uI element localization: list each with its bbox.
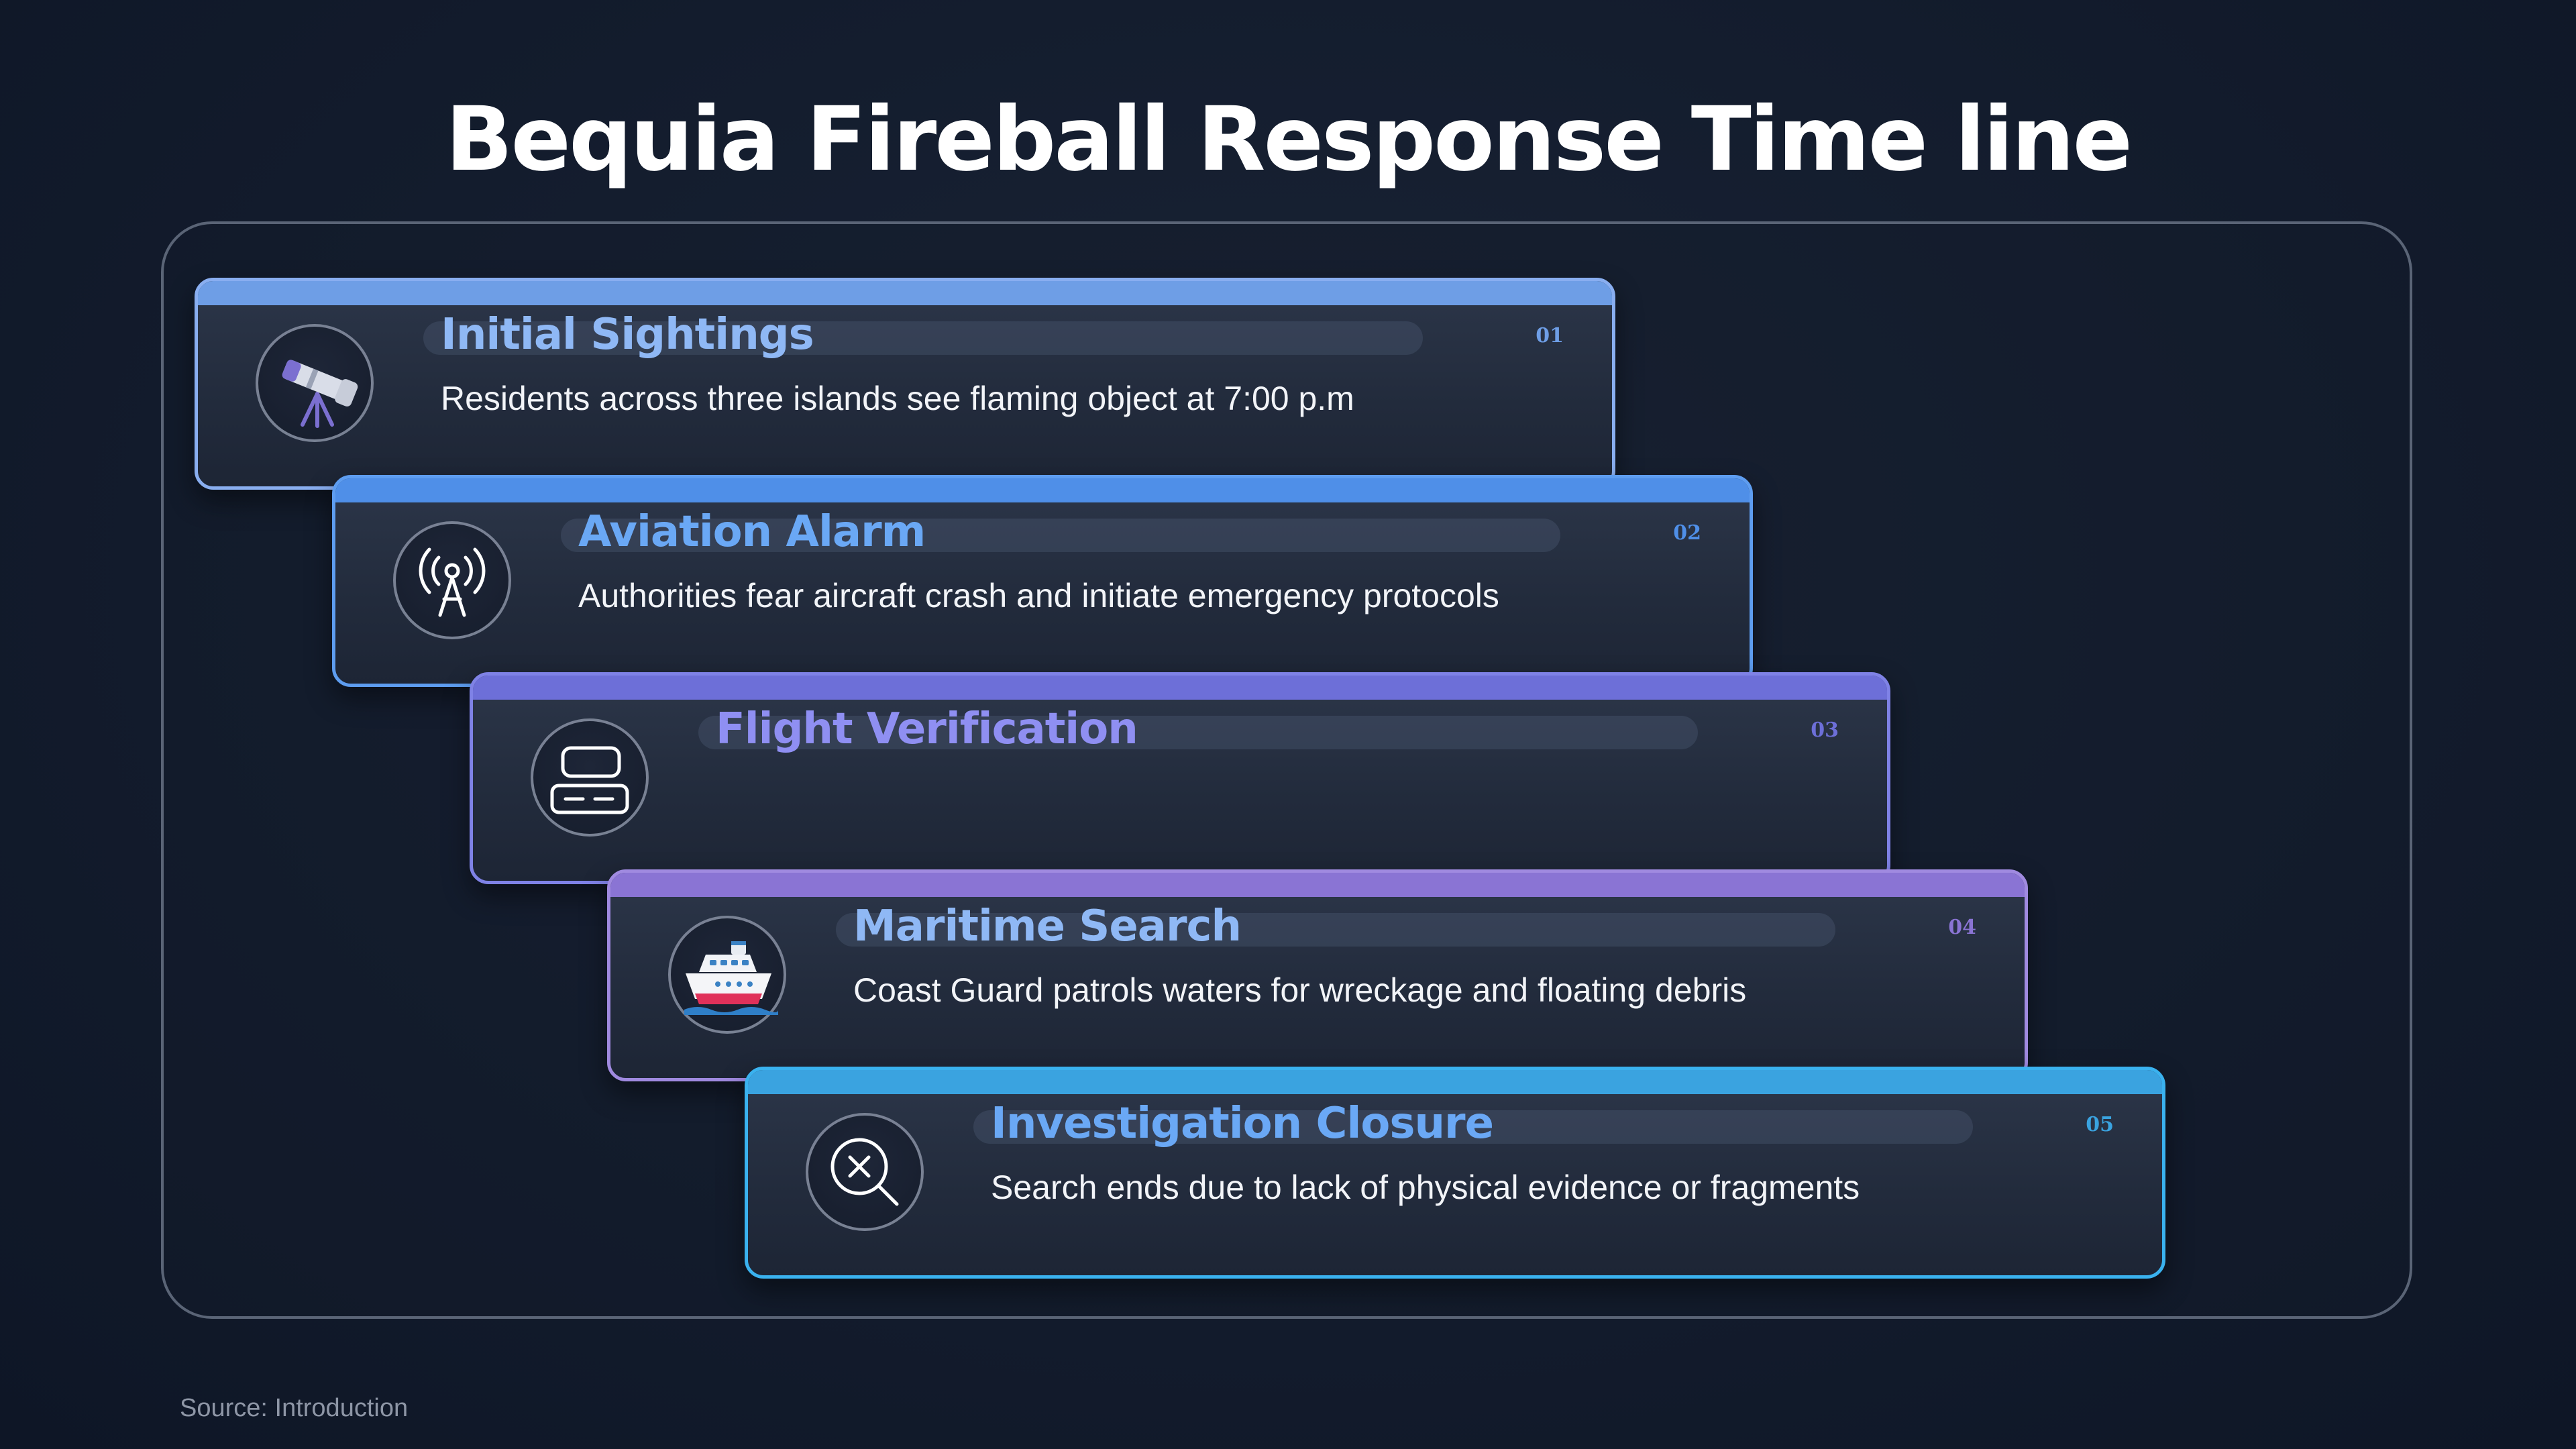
step-icon-badge bbox=[531, 718, 649, 837]
timeline-step-2: Aviation Alarm Authorities fear aircraft… bbox=[332, 475, 1753, 687]
telescope-icon bbox=[282, 360, 358, 428]
heading-pill bbox=[698, 716, 1698, 749]
ship-icon bbox=[684, 941, 778, 1015]
timeline-step-3: Flight Verification 03 bbox=[470, 672, 1890, 884]
step-heading: Investigation Closure bbox=[991, 1099, 1494, 1148]
radio-tower-icon bbox=[419, 547, 486, 617]
step-description: Residents across three islands see flami… bbox=[441, 380, 1354, 417]
step-heading: Flight Verification bbox=[716, 704, 1138, 754]
step-number: 02 bbox=[1673, 521, 1701, 545]
step-heading: Initial Sightings bbox=[441, 310, 814, 360]
step-heading: Aviation Alarm bbox=[578, 507, 926, 557]
heading-pill bbox=[423, 321, 1423, 355]
search-x-icon bbox=[830, 1138, 899, 1206]
step-description: Coast Guard patrols waters for wreckage … bbox=[853, 971, 1747, 1009]
card-accent-bar bbox=[473, 676, 1887, 700]
step-number: 01 bbox=[1536, 324, 1564, 347]
step-icon-badge bbox=[256, 324, 374, 442]
heading-pill bbox=[836, 913, 1835, 947]
card-accent-bar bbox=[198, 281, 1612, 305]
step-description: Search ends due to lack of physical evid… bbox=[991, 1169, 1860, 1206]
card-accent-bar bbox=[610, 873, 2025, 897]
timeline-step-4: Maritime Search Coast Guard patrols wate… bbox=[607, 869, 2028, 1081]
step-icon-badge bbox=[806, 1113, 924, 1231]
step-description: Authorities fear aircraft crash and init… bbox=[578, 577, 1499, 614]
card-accent-bar bbox=[748, 1070, 2162, 1094]
step-number: 04 bbox=[1948, 916, 1976, 939]
server-icon bbox=[550, 746, 629, 814]
page-title: Bequia Fireball Response Time line bbox=[445, 88, 2133, 191]
timeline-step-5: Investigation Closure Search ends due to… bbox=[745, 1067, 2165, 1279]
step-number: 03 bbox=[1811, 718, 1839, 742]
timeline-step-1: Initial Sightings Residents across three… bbox=[195, 278, 1615, 490]
step-heading: Maritime Search bbox=[853, 902, 1242, 951]
step-icon-badge bbox=[668, 916, 786, 1034]
step-number: 05 bbox=[2086, 1113, 2114, 1136]
step-icon-badge bbox=[393, 521, 511, 639]
card-accent-bar bbox=[335, 478, 1750, 502]
heading-pill bbox=[561, 519, 1560, 552]
source-note: Source: Introduction bbox=[180, 1394, 409, 1422]
heading-pill bbox=[973, 1110, 1973, 1144]
